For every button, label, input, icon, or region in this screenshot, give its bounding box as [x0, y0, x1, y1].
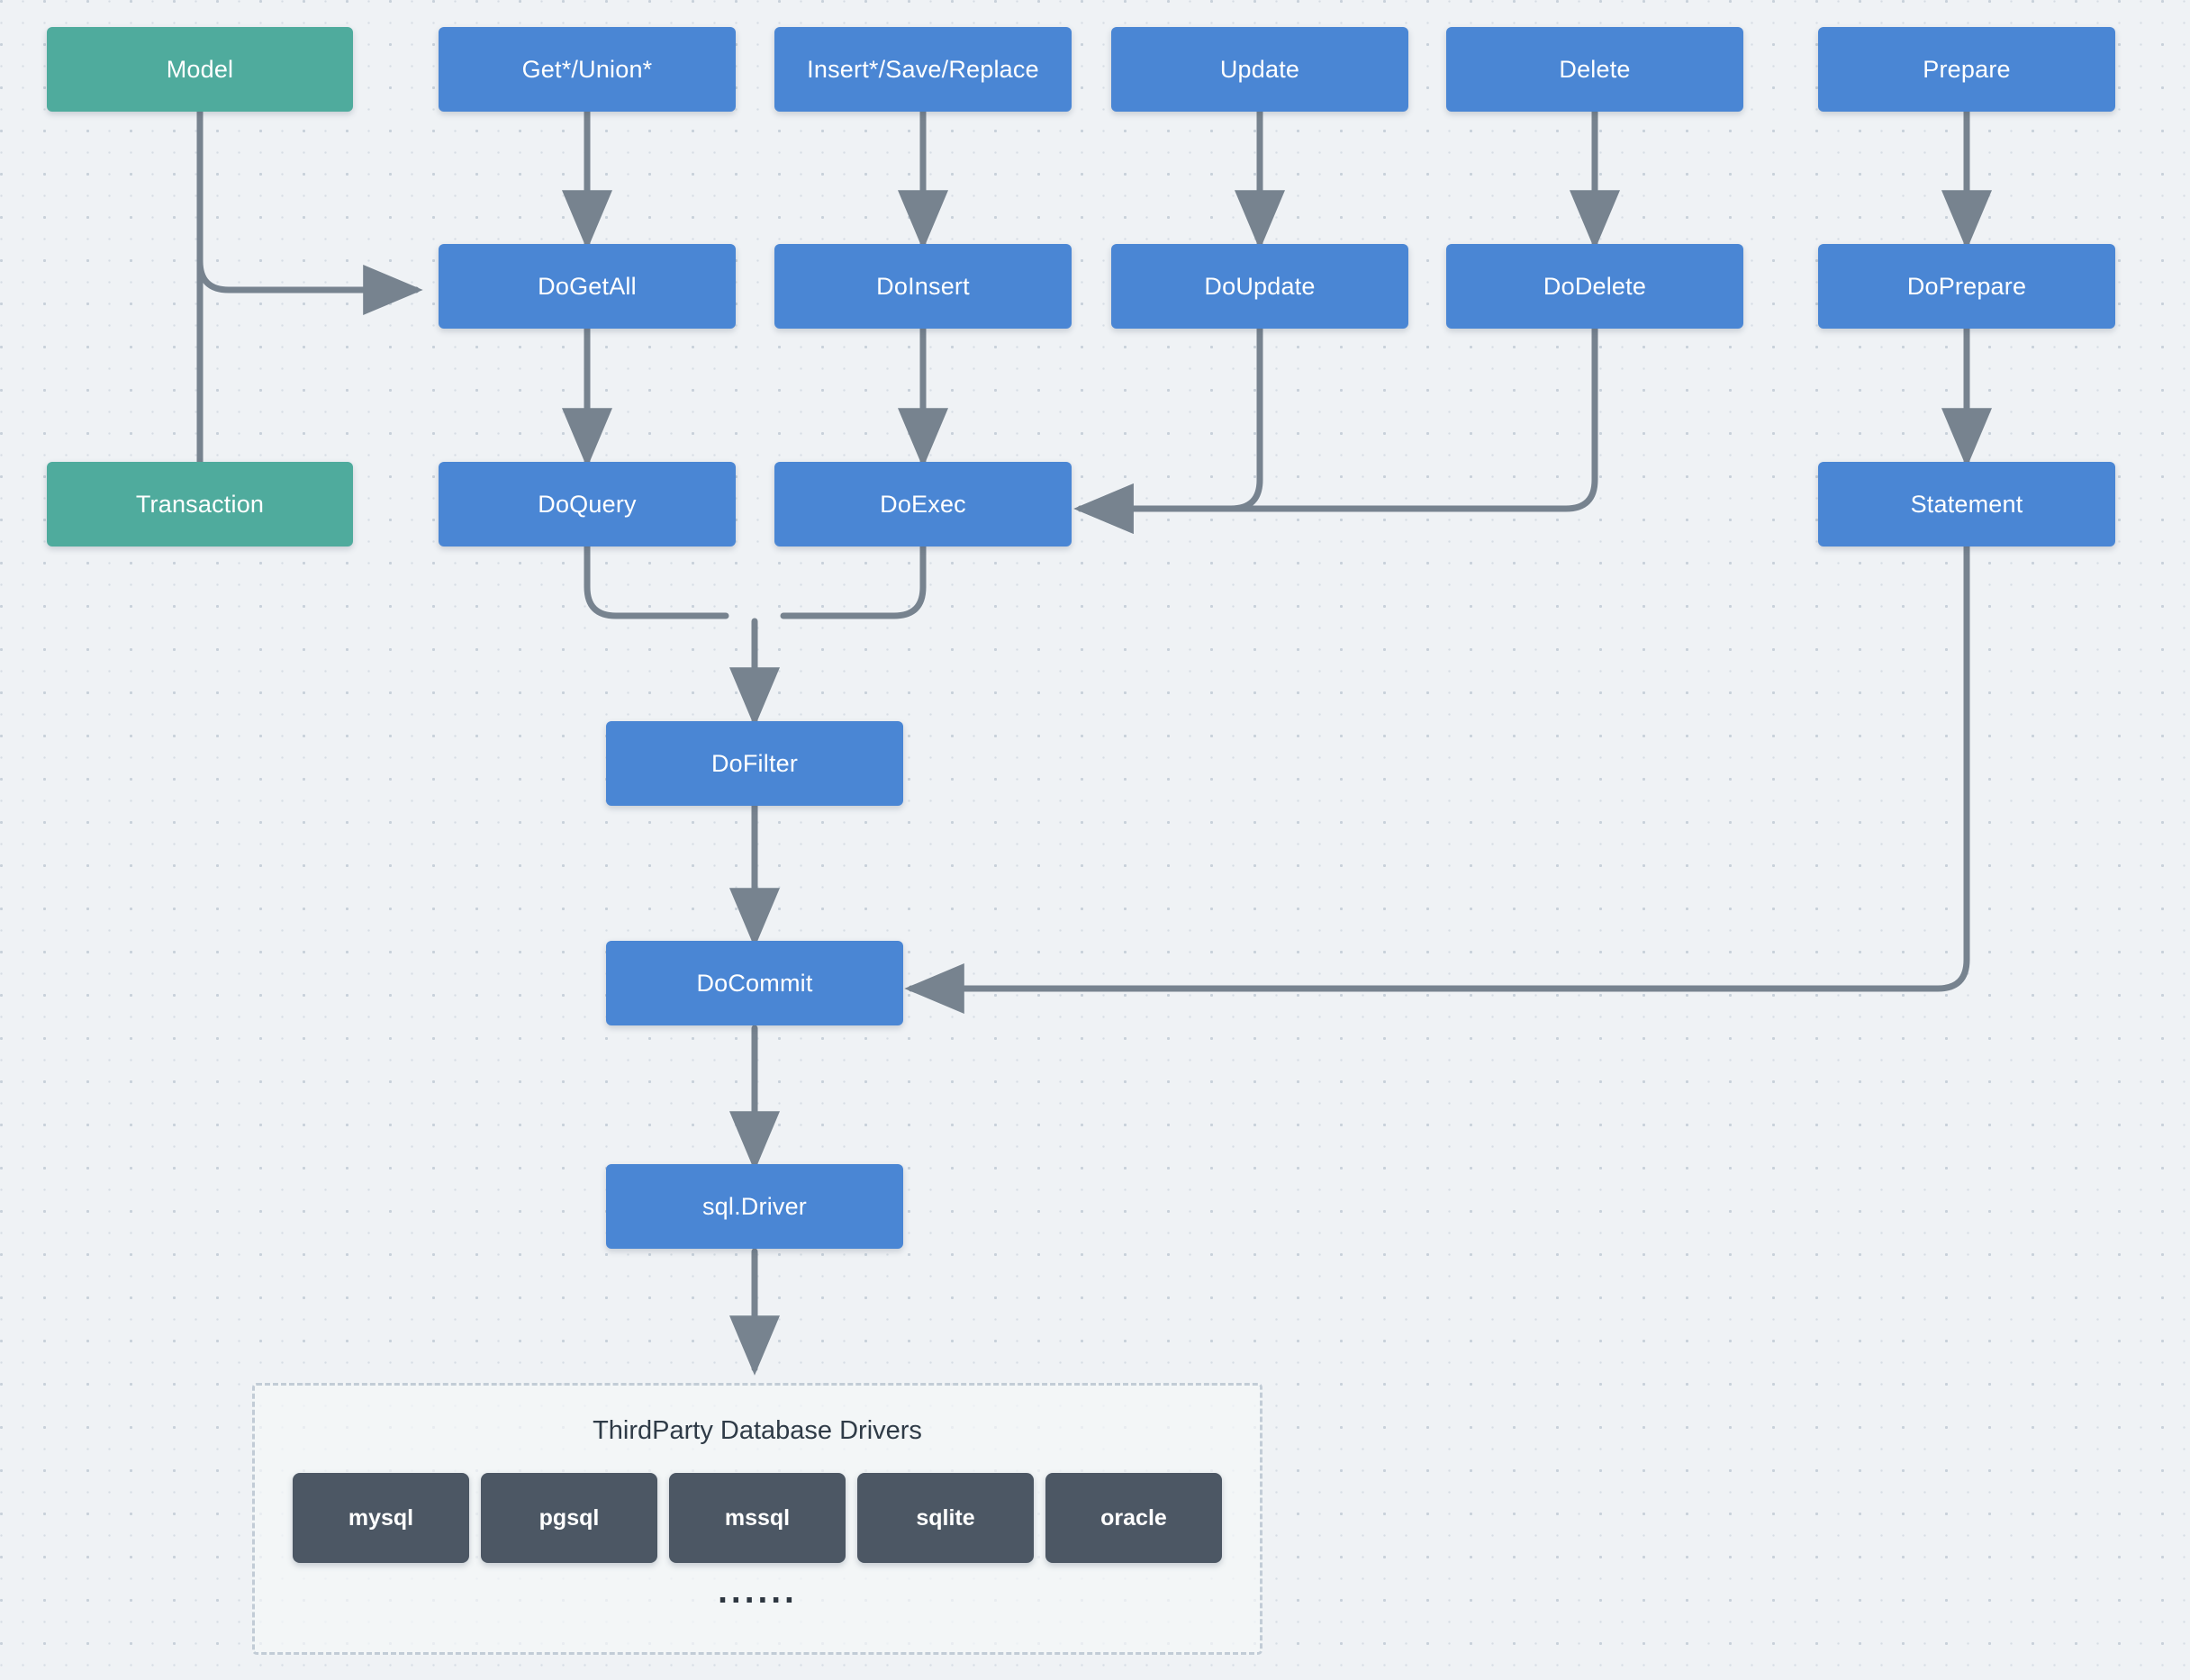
node-statement-label: Statement	[1910, 490, 2023, 518]
driver-chip-sqlite-label: sqlite	[916, 1504, 975, 1531]
node-update[interactable]: Update	[1111, 27, 1408, 112]
node-doexec-label: DoExec	[880, 490, 966, 518]
node-doinsert[interactable]: DoInsert	[774, 244, 1072, 329]
node-dogetall-label: DoGetAll	[538, 272, 637, 300]
node-docommit-label: DoCommit	[696, 969, 813, 997]
node-sql-driver-label: sql.Driver	[701, 1192, 807, 1220]
driver-chip-mssql-label: mssql	[724, 1504, 791, 1531]
node-doprepare[interactable]: DoPrepare	[1818, 244, 2115, 329]
node-dofilter-label: DoFilter	[710, 749, 799, 777]
node-insert-save-replace-label: Insert*/Save/Replace	[807, 55, 1039, 83]
edge-dodelete-doexec	[1073, 325, 1598, 534]
node-get-union[interactable]: Get*/Union*	[439, 27, 736, 112]
driver-chip-pgsql-label: pgsql	[538, 1504, 600, 1531]
driver-chip-mysql[interactable]: mysql	[293, 1473, 469, 1563]
node-transaction-label: Transaction	[135, 490, 265, 518]
node-dodelete-label: DoDelete	[1543, 272, 1647, 300]
node-dogetall[interactable]: DoGetAll	[439, 244, 736, 329]
node-doinsert-label: DoInsert	[876, 272, 970, 300]
node-get-union-label: Get*/Union*	[521, 55, 653, 83]
thirdparty-drivers-title: ThirdParty Database Drivers	[593, 1416, 922, 1445]
driver-chip-oracle[interactable]: oracle	[1045, 1473, 1222, 1563]
driver-chip-pgsql[interactable]: pgsql	[481, 1473, 657, 1563]
node-sql-driver[interactable]: sql.Driver	[606, 1164, 903, 1249]
edge-doupdate-doexec	[1073, 325, 1263, 534]
node-doprepare-label: DoPrepare	[1906, 272, 2027, 300]
node-doexec[interactable]: DoExec	[774, 462, 1072, 546]
node-dofilter[interactable]: DoFilter	[606, 721, 903, 806]
driver-chip-sqlite[interactable]: sqlite	[857, 1473, 1034, 1563]
drivers-ellipsis: ······	[717, 1585, 798, 1617]
node-delete[interactable]: Delete	[1446, 27, 1743, 112]
node-doupdate[interactable]: DoUpdate	[1111, 244, 1408, 329]
node-model-label: Model	[166, 55, 234, 83]
node-docommit[interactable]: DoCommit	[606, 941, 903, 1025]
driver-chip-mysql-label: mysql	[348, 1504, 414, 1531]
node-dodelete[interactable]: DoDelete	[1446, 244, 1743, 329]
driver-chip-oracle-label: oracle	[1100, 1504, 1167, 1531]
node-update-label: Update	[1219, 55, 1300, 83]
node-delete-label: Delete	[1559, 55, 1631, 83]
node-doquery-label: DoQuery	[538, 490, 637, 518]
edge-model-dogetall	[196, 257, 423, 315]
edge-statement-docommit	[904, 542, 1970, 1014]
edge-doexec-dofilter	[780, 542, 927, 619]
node-statement[interactable]: Statement	[1818, 462, 2115, 546]
node-insert-save-replace[interactable]: Insert*/Save/Replace	[774, 27, 1072, 112]
node-prepare-label: Prepare	[1923, 55, 2011, 83]
node-doupdate-label: DoUpdate	[1204, 272, 1316, 300]
node-model[interactable]: Model	[47, 27, 353, 112]
driver-chip-mssql[interactable]: mssql	[669, 1473, 846, 1563]
node-transaction[interactable]: Transaction	[47, 462, 353, 546]
edge-doquery-dofilter	[584, 542, 729, 619]
node-doquery[interactable]: DoQuery	[439, 462, 736, 546]
node-prepare[interactable]: Prepare	[1818, 27, 2115, 112]
